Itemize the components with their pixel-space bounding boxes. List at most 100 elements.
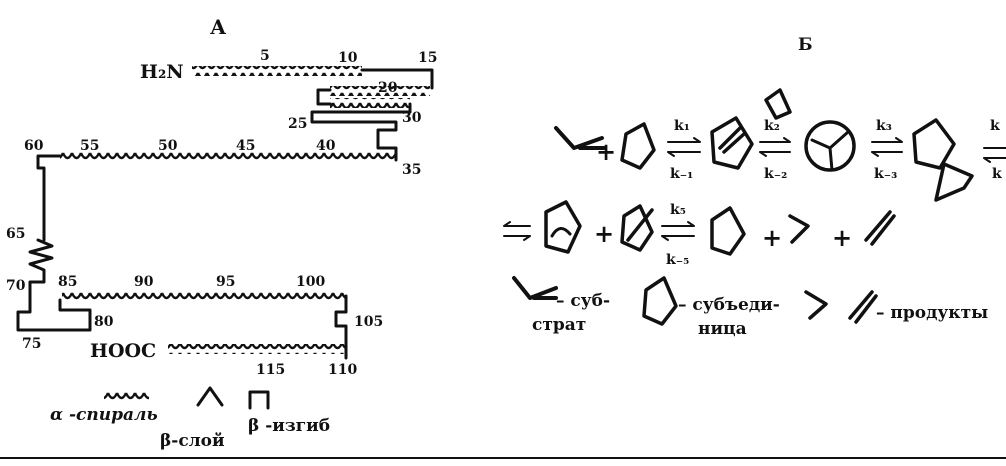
- strand-segment-1: [360, 68, 434, 90]
- k1-label: k₁: [674, 118, 690, 134]
- residue-110: 110: [328, 362, 357, 378]
- equilibrium-arrow-2: [759, 137, 791, 157]
- residue-115: 115: [256, 362, 285, 378]
- residue-30: 30: [402, 110, 422, 126]
- residue-80: 80: [94, 314, 114, 330]
- substrate-legend-line1: – суб-: [556, 291, 610, 311]
- complex-3-lower-subunit: [934, 162, 974, 202]
- equilibrium-arrow-5: [661, 221, 695, 241]
- subunit-symbol-2: [620, 204, 654, 252]
- helix-segment-6: [168, 344, 346, 354]
- substrate-symbol-1: [554, 126, 606, 150]
- km3-label: k₋₃: [874, 166, 897, 182]
- residue-15: 15: [418, 50, 437, 66]
- subunit-legend-symbol: [642, 276, 678, 326]
- complex-2-detail: [810, 130, 850, 172]
- turn-legend-label: β -изгиб: [248, 416, 330, 436]
- helix-segment-3: [330, 98, 410, 108]
- residue-85: 85: [58, 274, 77, 290]
- turn-segment-1: [316, 88, 332, 106]
- helix-segment-4: [60, 152, 396, 162]
- product-bound-symbol: [626, 208, 654, 242]
- sheet-legend-label: β-слой: [160, 431, 225, 451]
- panel-a: А H₂N HOOC 5 10: [6, 15, 437, 451]
- subunit-legend-line1: – субъеди-: [678, 295, 780, 315]
- n-terminus-label: H₂N: [140, 61, 184, 83]
- complex-1-substrate: [718, 126, 746, 154]
- complex-2-top-subunit: [764, 88, 792, 120]
- plus-1: +: [596, 137, 616, 166]
- residue-10: 10: [338, 50, 358, 66]
- complex-4-symbol: [544, 200, 582, 254]
- helix-segment-2: [330, 86, 430, 96]
- complex-1-symbol: [710, 116, 754, 170]
- residue-40: 40: [316, 138, 336, 154]
- residue-65: 65: [6, 226, 25, 242]
- residue-5: 5: [260, 48, 270, 64]
- plus-3: +: [762, 223, 782, 252]
- c-terminus-label: HOOC: [90, 340, 156, 362]
- equilibrium-arrow-1: [667, 137, 701, 157]
- equilibrium-arrow-row2-start: [503, 221, 531, 241]
- protein-backbone: [16, 66, 434, 360]
- k5-label: k₅: [670, 202, 686, 218]
- substrate-legend-line2: страт: [532, 315, 586, 335]
- complex-3-symbol: [912, 118, 956, 170]
- km5-label: k₋₅: [666, 252, 689, 268]
- subunit-symbol-1: [620, 122, 656, 170]
- complex-4-detail: [550, 227, 572, 238]
- reaction-row-2: + k₅ k₋₅ + +: [503, 200, 896, 268]
- helix-segment-5: [62, 292, 346, 302]
- residue-70: 70: [6, 278, 26, 294]
- residue-45: 45: [236, 138, 255, 154]
- sheet-zigzag: [16, 238, 92, 332]
- panel-b-label: Б: [798, 35, 813, 55]
- residue-55: 55: [80, 138, 99, 154]
- subunit-legend-line2: ница: [698, 319, 747, 339]
- products-legend-label: – продукты: [876, 303, 988, 323]
- subunit-symbol-3: [710, 206, 746, 256]
- strand-segment-2: [310, 102, 412, 162]
- panel-a-label: А: [210, 15, 227, 39]
- panel-a-legend: α -спираль β-слой β -изгиб: [50, 386, 330, 451]
- substrate-legend-symbol: [512, 276, 558, 300]
- residue-numbers: 5 10 15 20 25 30 35 40 45 50 55 60 65 70…: [6, 48, 437, 378]
- panel-b-legend: – суб- страт – субъеди- ница – продукты: [512, 276, 988, 339]
- equilibrium-arrow-3: [871, 137, 903, 157]
- residue-95: 95: [216, 274, 235, 290]
- residue-105: 105: [354, 314, 383, 330]
- reaction-row-1: + k₁ k₋₁ k₂ k₋₂ k₃ k₋₃ k: [554, 88, 1006, 202]
- residue-35: 35: [402, 162, 421, 178]
- helix-legend-label: α -спираль: [50, 405, 158, 425]
- panel-b: Б + k₁ k₋₁ k₂ k₋₂ k₃ k₋₃: [503, 35, 1006, 339]
- plus-2: +: [594, 219, 614, 248]
- plus-4: +: [832, 223, 852, 252]
- strand-segment-3: [36, 154, 62, 242]
- residue-90: 90: [134, 274, 154, 290]
- km2-label: k₋₂: [764, 166, 787, 182]
- residue-20: 20: [378, 80, 398, 96]
- strand-segment-4: [334, 294, 348, 360]
- km1-label: k₋₁: [670, 166, 693, 182]
- product-legend-symbol-1: [804, 290, 828, 320]
- residue-75: 75: [22, 336, 41, 352]
- k4-label: k: [990, 118, 1000, 134]
- residue-25: 25: [288, 116, 307, 132]
- km4-label: k: [992, 166, 1002, 182]
- residue-50: 50: [158, 138, 178, 154]
- helix-segment-1: [192, 66, 362, 76]
- product-symbol-1: [788, 214, 810, 244]
- residue-60: 60: [24, 138, 44, 154]
- helix-legend-symbol: [104, 390, 149, 400]
- product-symbol-2: [864, 210, 896, 246]
- k2-label: k₂: [764, 118, 780, 134]
- turn-legend-symbol: [248, 390, 270, 410]
- k3-label: k₃: [876, 118, 892, 134]
- equilibrium-arrow-4: [983, 147, 1006, 163]
- residue-100: 100: [296, 274, 325, 290]
- sheet-legend-symbol: [196, 386, 224, 407]
- complex-2-symbol: [804, 120, 856, 172]
- product-legend-symbol-2: [848, 290, 878, 324]
